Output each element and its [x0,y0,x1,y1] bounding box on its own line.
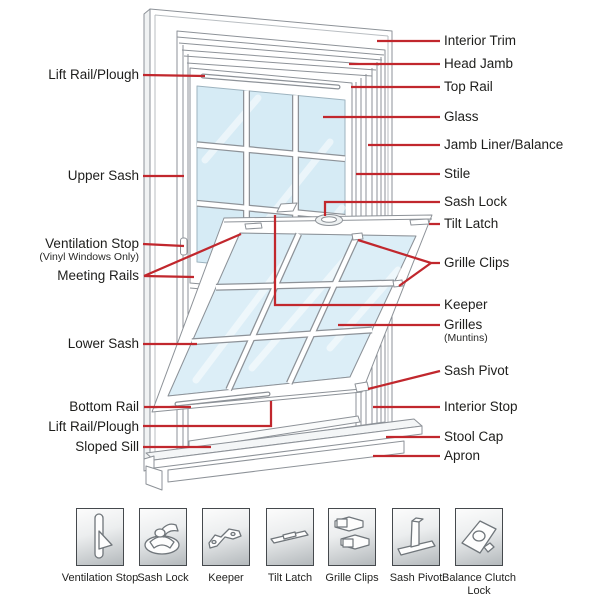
leader-sash-pivot [367,369,441,391]
tilt-latch-left [244,222,263,230]
grille-clip-top [351,232,364,241]
label-apron: Apron [444,448,481,463]
thumbnail-sash-lock[interactable] [139,508,187,566]
thumbnail-sash-pivot[interactable] [392,508,440,566]
label-grilles-main: Grilles [444,317,483,332]
sash-lock-icon [144,523,180,555]
leader-lift-rail-plough-top [142,73,206,78]
label-interior-trim: Interior Trim [444,33,517,48]
label-tilt-latch: Tilt Latch [444,216,499,231]
thumbnail-balance-clutch-lock[interactable] [455,508,503,566]
label-lift-rail-plough-upper: Lift Rail/Plough [48,67,139,82]
label-interior-stop: Interior Stop [444,399,518,414]
label-meeting-rails: Meeting Rails [57,268,139,283]
thumbnail-tilt-latch[interactable] [266,508,314,566]
label-jamb-liner-balance: Jamb Liner/Balance [444,137,564,152]
tilt-latch-icon [270,530,309,544]
leader-sash-lock [323,200,440,216]
label-grilles: Grilles (Muntins) [444,317,488,344]
balance-clutch-lock-icon [461,520,497,554]
label-top-rail: Top Rail [444,79,493,94]
leader-keeper [273,215,440,307]
label-lower-sash: Lower Sash [67,336,139,351]
label-head-jamb: Head Jamb [444,56,514,71]
keeper [276,202,298,213]
label-keeper: Keeper [444,297,488,312]
keeper-icon [208,528,242,549]
thumbnail-grille-clips[interactable] [328,508,376,566]
thumbnail-label-sash-pivot: Sash Pivot [389,572,443,584]
leader-ventilation-stop [142,242,185,248]
label-grille-clips: Grille Clips [444,255,510,270]
thumbnail-label-ventilation-stop: Ventilation Stop [61,572,139,584]
label-stile: Stile [444,166,471,181]
ventilation-stop-icon [94,513,113,559]
thumbnail-label-tilt-latch: Tilt Latch [267,572,313,584]
label-upper-sash: Upper Sash [67,168,139,183]
label-sash-pivot: Sash Pivot [444,363,509,378]
label-stool-cap: Stool Cap [444,429,504,444]
thumbnail-label-balance-clutch-lock: Balance Clutch Lock [442,572,516,597]
apron [167,440,405,483]
leader-meeting-rails-1 [143,274,195,279]
leader-meeting-rails-2 [143,232,242,278]
label-bottom-rail: Bottom Rail [69,399,139,414]
label-ventilation-stop: Ventilation Stop (Vinyl Windows Only) [39,236,139,263]
thumbnail-label-sash-lock: Sash Lock [137,572,189,584]
sash-pivot-icon [397,517,436,556]
grille-clips-icon [334,516,370,550]
lower-sash-tilted [151,202,433,413]
leader-grille-clips-2 [398,262,432,287]
label-ventilation-stop-main: Ventilation Stop [45,236,139,251]
label-grilles-sub: (Muntins) [444,332,488,344]
label-ventilation-stop-sub: (Vinyl Windows Only) [39,251,139,263]
thumbnail-keeper[interactable] [202,508,250,566]
leader-lines [142,39,441,458]
label-sloped-sill: Sloped Sill [75,439,139,454]
sill-horn [145,465,163,491]
label-sash-lock: Sash Lock [444,194,508,209]
leader-lift-rail-plough-bottom [143,401,273,428]
thumbnail-label-grille-clips: Grille Clips [325,572,379,584]
head-jamb [176,36,385,77]
sill-assembly [143,415,423,491]
thumbnail-ventilation-stop[interactable] [76,508,124,566]
sash-pivot [354,381,370,393]
label-lift-rail-plough-lower: Lift Rail/Plough [48,419,139,434]
thumbnail-label-keeper: Keeper [208,572,244,584]
label-glass: Glass [444,109,479,124]
